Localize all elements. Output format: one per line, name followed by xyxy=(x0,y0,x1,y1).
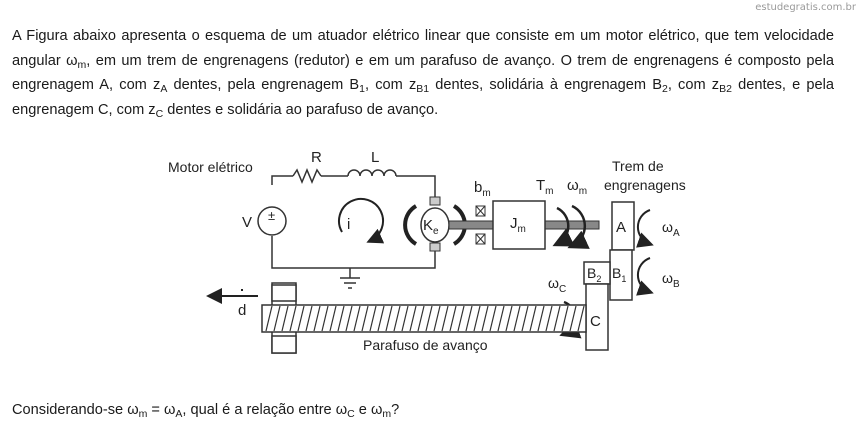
gear-train-label-2: engrenagens xyxy=(604,177,686,193)
d-label: d xyxy=(238,302,246,319)
bm-label: bm xyxy=(474,179,491,199)
ke-label: Ke xyxy=(423,217,439,237)
wire-top-left xyxy=(271,175,293,185)
current-loop-arrow xyxy=(338,197,385,244)
inductor-label: L xyxy=(371,149,379,166)
inertia-block xyxy=(492,200,546,250)
omega-b-arrow xyxy=(636,257,654,296)
wa-label: ωA xyxy=(662,219,680,239)
gear-a-label: A xyxy=(616,219,626,236)
omega-a-arrow xyxy=(636,209,654,248)
resistor-label: R xyxy=(311,149,322,166)
current-label: i xyxy=(347,216,350,233)
wc-label: ωC xyxy=(548,275,566,295)
tm-label: Tm xyxy=(536,177,554,197)
jm-label: Jm xyxy=(510,215,526,235)
gear-b1-label: B1 xyxy=(612,265,626,284)
wm-label: ωm xyxy=(567,177,587,197)
resistor-symbol xyxy=(292,168,322,184)
gear-train-label-1: Trem de xyxy=(612,158,664,174)
gear-c-label: C xyxy=(590,313,601,330)
motor-label: Motor elétrico xyxy=(168,159,253,175)
voltage-source xyxy=(257,206,287,236)
torque-arrow xyxy=(552,206,575,247)
inductor-symbol xyxy=(347,169,397,177)
omega-m-arrow xyxy=(567,204,590,249)
svg-text:±: ± xyxy=(268,208,275,223)
gear-b2-label: B2 xyxy=(587,265,601,284)
lead-screw xyxy=(261,304,587,333)
wb-label: ωB xyxy=(662,270,680,290)
voltage-label: V xyxy=(242,214,252,231)
ground-symbol xyxy=(340,277,360,289)
screw-label: Parafuso de avanço xyxy=(363,337,488,353)
site-watermark: estudegratis.com.br xyxy=(755,2,856,13)
actuator-schematic: Motor elétrico R L ± V i Ke bm Jm Tm ωm … xyxy=(150,140,710,365)
problem-statement: A Figura abaixo apresenta o esquema de u… xyxy=(12,28,835,120)
question-text: Considerando-se ωm = ωA, qual é a relaçã… xyxy=(12,402,400,420)
screw-threads xyxy=(265,305,585,332)
